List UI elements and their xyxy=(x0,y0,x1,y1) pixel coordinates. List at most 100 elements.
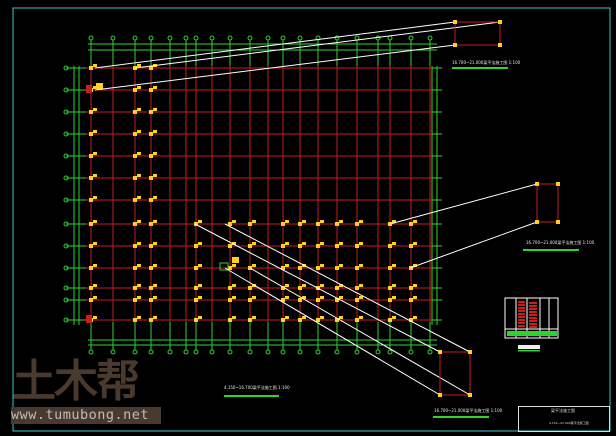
axis-bubble xyxy=(427,349,433,355)
column-tag xyxy=(302,242,306,245)
axis-bubble xyxy=(63,317,69,323)
axis-bubble xyxy=(110,349,116,355)
column-tag xyxy=(153,316,157,319)
axis-bubble xyxy=(315,349,321,355)
watermark-logo: 土木帮 xyxy=(12,356,140,407)
plan-label-underline xyxy=(224,395,279,397)
column-marker xyxy=(468,350,472,354)
column-tag xyxy=(320,242,324,245)
column-marker xyxy=(149,88,153,92)
column-marker xyxy=(316,222,320,226)
column-tag xyxy=(137,296,141,299)
column-marker xyxy=(281,298,285,302)
column-marker xyxy=(248,222,252,226)
column-marker xyxy=(149,286,153,290)
axis-bubble xyxy=(63,221,69,227)
column-marker xyxy=(316,298,320,302)
column-tag xyxy=(392,284,396,287)
column-marker xyxy=(298,222,302,226)
axis-bubble xyxy=(110,35,116,41)
column-marker xyxy=(149,110,153,114)
column-tag xyxy=(392,242,396,245)
column-tag xyxy=(359,316,363,319)
column-marker xyxy=(248,244,252,248)
column-marker xyxy=(194,286,198,290)
table-cell-fill xyxy=(529,317,537,319)
axis-bubble xyxy=(148,349,154,355)
detail-box xyxy=(439,351,471,396)
axis-bubble xyxy=(132,349,138,355)
column-marker xyxy=(409,286,413,290)
column-marker xyxy=(89,132,93,136)
column-tag xyxy=(153,174,157,177)
table-cell-fill xyxy=(518,307,525,309)
column-marker xyxy=(133,132,137,136)
column-marker xyxy=(149,318,153,322)
column-marker xyxy=(355,244,359,248)
column-tag xyxy=(285,264,289,267)
column-marker xyxy=(89,176,93,180)
column-tag xyxy=(153,220,157,223)
column-marker xyxy=(133,244,137,248)
axis-bubble xyxy=(209,35,215,41)
column-marker xyxy=(409,222,413,226)
leader-line xyxy=(94,44,456,91)
axis-bubble xyxy=(387,349,393,355)
column-marker xyxy=(248,318,252,322)
drawing-border xyxy=(12,7,611,432)
column-marker xyxy=(89,222,93,226)
column-tag xyxy=(93,220,97,223)
section-tag xyxy=(232,257,239,263)
column-marker xyxy=(355,286,359,290)
column-tag xyxy=(137,196,141,199)
column-tag xyxy=(93,196,97,199)
column-tag xyxy=(232,316,236,319)
detail-label-top: 16.700~21.000梁平法施工图 1:100 xyxy=(452,60,521,65)
column-marker xyxy=(355,318,359,322)
axis-bubble xyxy=(167,35,173,41)
column-tag xyxy=(359,220,363,223)
column-marker xyxy=(133,154,137,158)
axis-bubble xyxy=(408,35,414,41)
column-marker xyxy=(149,132,153,136)
column-tag xyxy=(232,284,236,287)
column-marker xyxy=(335,286,339,290)
axis-bubble xyxy=(297,349,303,355)
column-marker xyxy=(316,244,320,248)
axis-bubble xyxy=(334,349,340,355)
column-marker xyxy=(556,220,560,224)
column-marker xyxy=(438,350,442,354)
column-marker xyxy=(409,318,413,322)
column-marker xyxy=(335,244,339,248)
table-cell-fill xyxy=(518,310,525,312)
column-tag xyxy=(198,220,202,223)
column-tag xyxy=(232,242,236,245)
leader-line xyxy=(224,223,471,353)
column-tag xyxy=(137,284,141,287)
axis-bubble xyxy=(247,35,253,41)
column-marker xyxy=(194,298,198,302)
column-marker xyxy=(453,43,457,47)
axis-bubble xyxy=(148,35,154,41)
column-tag xyxy=(302,316,306,319)
column-tag xyxy=(137,130,141,133)
column-marker xyxy=(228,244,232,248)
column-marker xyxy=(89,154,93,158)
column-marker xyxy=(133,198,137,202)
column-tag xyxy=(302,296,306,299)
table-cell-fill xyxy=(529,311,537,313)
column-marker xyxy=(133,266,137,270)
axis-bubble xyxy=(354,349,360,355)
title-block: 梁平法施工图 4.150~21.000梁平法施工图 xyxy=(518,406,610,432)
column-tag xyxy=(198,264,202,267)
column-marker xyxy=(133,298,137,302)
column-marker xyxy=(335,318,339,322)
column-marker xyxy=(133,286,137,290)
axis-bubble xyxy=(280,349,286,355)
section-marker xyxy=(86,85,92,93)
column-tag xyxy=(302,284,306,287)
column-tag xyxy=(232,220,236,223)
column-tag xyxy=(339,296,343,299)
